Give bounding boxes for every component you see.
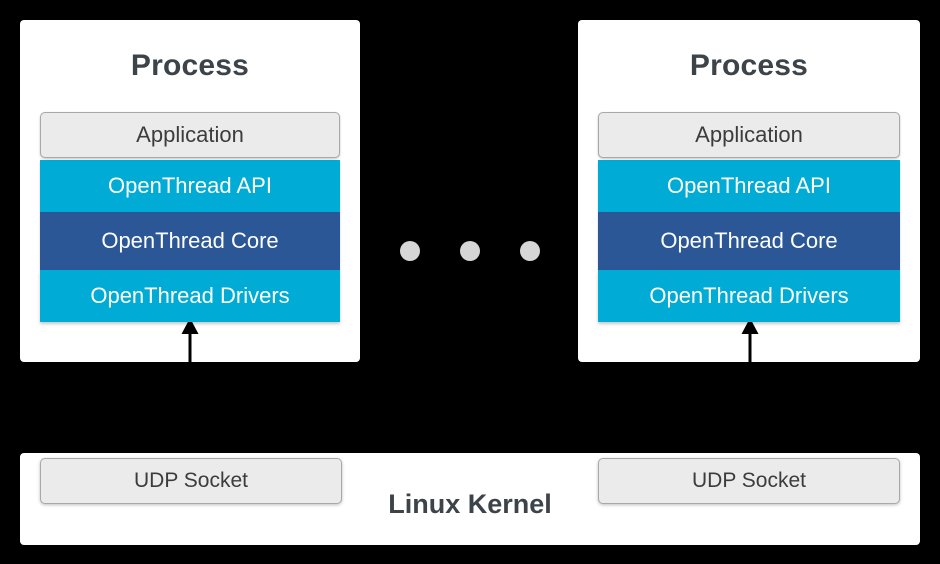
process-box-right: Process Application OpenThread API OpenT… <box>578 20 920 362</box>
kernel-title: Linux Kernel <box>388 489 552 519</box>
udp-socket-left: UDP Socket <box>40 458 342 504</box>
layer-stack-right: Application OpenThread API OpenThread Co… <box>598 112 900 322</box>
layer-stack-left: Application OpenThread API OpenThread Co… <box>40 112 340 322</box>
layer-application-left: Application <box>40 112 340 158</box>
kernel-box: UDP Socket Linux Kernel UDP Socket <box>20 453 920 545</box>
ellipsis-dot-icon-3 <box>520 241 540 261</box>
process-title-left: Process <box>130 49 250 82</box>
layer-openthread-drivers-right: OpenThread Drivers <box>598 270 900 322</box>
arrow-up-icon-right <box>741 318 759 364</box>
udp-socket-right: UDP Socket <box>598 458 900 504</box>
layer-openthread-api-left: OpenThread API <box>40 160 340 212</box>
process-title-right: Process <box>689 49 809 82</box>
layer-openthread-core-left: OpenThread Core <box>40 212 340 270</box>
ellipsis-dot-icon-2 <box>460 241 480 261</box>
ellipsis-dot-icon-1 <box>400 241 420 261</box>
layer-openthread-api-right: OpenThread API <box>598 160 900 212</box>
process-box-left: Process Application OpenThread API OpenT… <box>20 20 360 362</box>
layer-openthread-core-right: OpenThread Core <box>598 212 900 270</box>
layer-openthread-drivers-left: OpenThread Drivers <box>40 270 340 322</box>
arrow-up-icon-left <box>181 318 199 364</box>
layer-application-right: Application <box>598 112 900 158</box>
ellipsis-dots <box>400 241 540 261</box>
